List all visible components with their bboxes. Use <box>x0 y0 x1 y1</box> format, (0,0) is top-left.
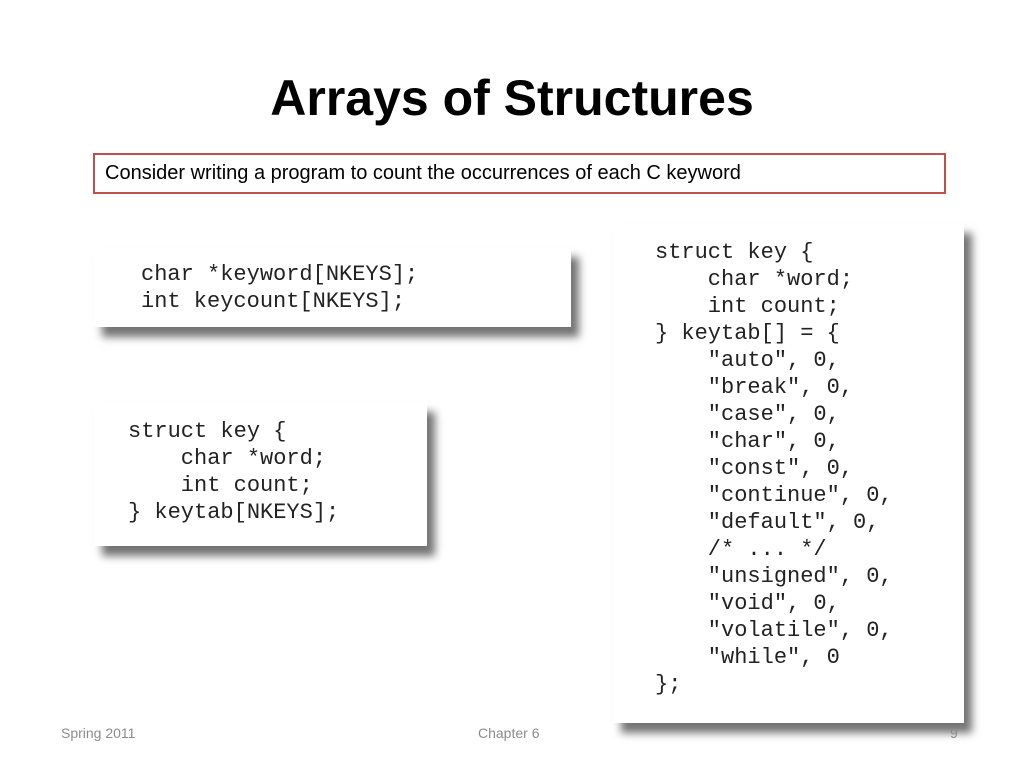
footer-date: Spring 2011 <box>61 725 136 741</box>
footer-page-number: 9 <box>950 725 958 741</box>
code-block-struct-initialized: struct key { char *word; int count; } ke… <box>613 223 964 723</box>
code-text: char *keyword[NKEYS]; int keycount[NKEYS… <box>141 262 419 314</box>
code-block-struct-array: struct key { char *word; int count; } ke… <box>94 402 427 546</box>
callout-box: Consider writing a program to count the … <box>93 153 946 194</box>
code-text: struct key { char *word; int count; } ke… <box>128 419 340 525</box>
slide-title: Arrays of Structures <box>270 70 754 126</box>
code-text: struct key { char *word; int count; } ke… <box>655 240 893 697</box>
code-block-parallel-arrays: char *keyword[NKEYS]; int keycount[NKEYS… <box>94 247 571 327</box>
footer-chapter: Chapter 6 <box>478 725 540 741</box>
